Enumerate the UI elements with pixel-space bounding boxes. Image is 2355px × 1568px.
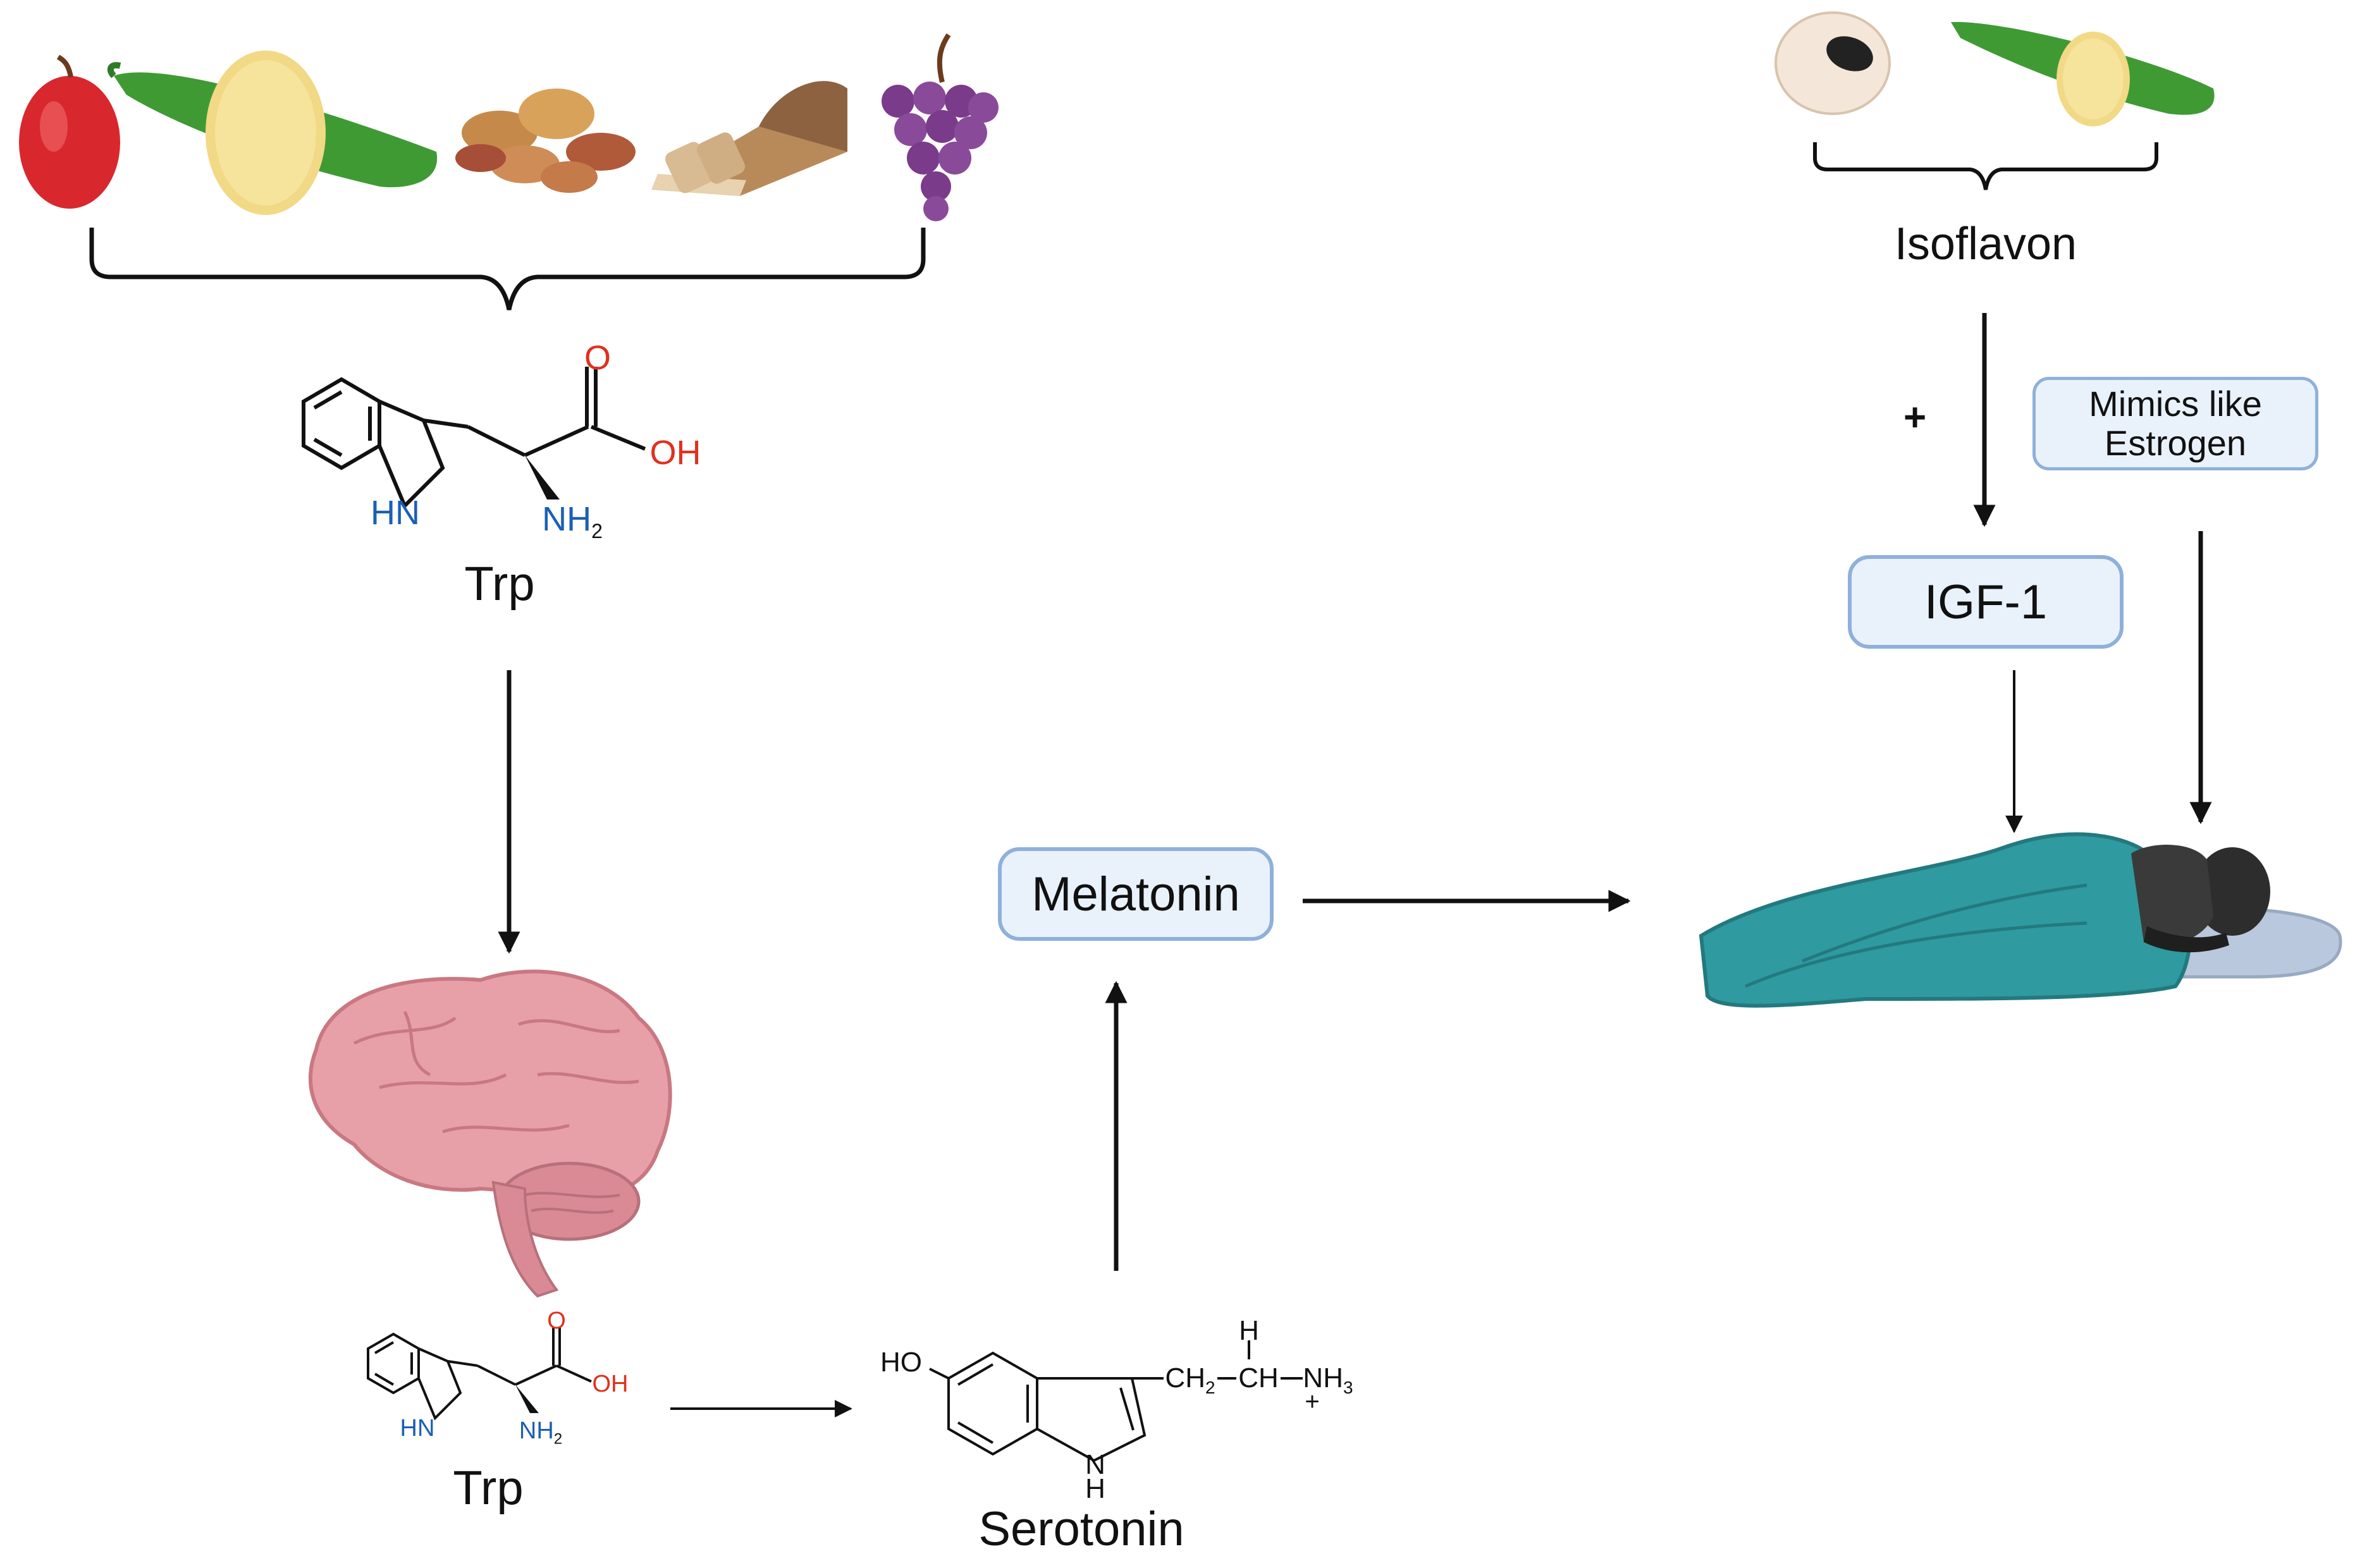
bread-icon	[651, 81, 847, 196]
atom-h-top: H	[1239, 1315, 1259, 1346]
stereo-wedge	[525, 455, 560, 499]
mimics-line2: Estrogen	[2104, 423, 2247, 463]
igf1-box: IGF-1	[1848, 555, 2124, 649]
trp-structure-bottom	[367, 1328, 592, 1421]
isoflavon-label: Isoflavon	[1894, 219, 2077, 269]
atom-hydroxyl: OH	[649, 434, 701, 472]
atom-nh3: NH3	[1303, 1363, 1353, 1397]
atom-n-ring: N	[1085, 1449, 1105, 1480]
atom-ch: CH	[1238, 1363, 1279, 1393]
bean-icon	[1774, 11, 1891, 115]
melatonin-box: Melatonin	[998, 847, 1274, 941]
soybean-pod-icon	[107, 51, 438, 215]
melatonin-label: Melatonin	[1031, 867, 1240, 921]
igf1-label: IGF-1	[1924, 575, 2048, 629]
atom-hn-small: HN	[400, 1415, 435, 1442]
mimics-estrogen-box: Mimics like Estrogen	[2032, 377, 2318, 470]
trp-label-top: Trp	[464, 557, 535, 611]
plus-sign: +	[1903, 396, 1927, 439]
atom-nh2: NH2	[542, 500, 603, 542]
atom-hydroxyl-small: OH	[592, 1371, 629, 1397]
grapes-icon	[882, 33, 999, 221]
atom-h-ring: H	[1085, 1473, 1105, 1504]
sleeping-person-icon	[1699, 832, 2342, 1008]
trp-structure-top	[302, 367, 646, 510]
atom-ho: HO	[880, 1347, 922, 1378]
brain-icon	[308, 969, 672, 1298]
atom-charge: +	[1305, 1388, 1320, 1416]
isoflavon-brace	[1813, 142, 2158, 190]
atom-hn: HN	[371, 494, 420, 532]
atom-ch2: CH2	[1165, 1363, 1215, 1397]
foods-brace	[89, 228, 926, 310]
trp-label-bottom: Trp	[453, 1461, 524, 1515]
atom-nh2-small: NH2	[519, 1418, 563, 1448]
apple-icon	[19, 54, 120, 209]
soybean-pod-icon-2	[1951, 21, 2215, 126]
serotonin-structure	[929, 1340, 1303, 1462]
atom-oxygen-small: O	[547, 1308, 566, 1334]
atom-oxygen: O	[584, 339, 612, 377]
serotonin-label: Serotonin	[978, 1502, 1184, 1556]
mimics-line1: Mimics like	[2089, 384, 2262, 424]
peanuts-icon	[455, 89, 636, 193]
stereo-wedge-small	[515, 1385, 539, 1413]
